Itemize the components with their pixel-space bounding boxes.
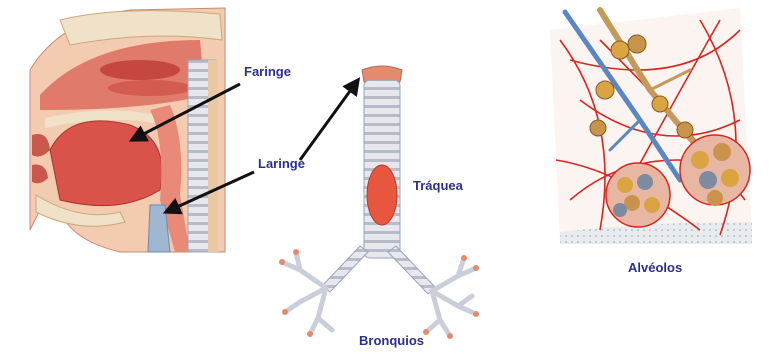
nasal-concha	[108, 80, 192, 96]
alveoli-illustration	[550, 8, 752, 244]
bronchiole-tips	[279, 249, 479, 339]
left-bronchioles	[282, 252, 332, 334]
trachea-arrow	[300, 80, 358, 160]
head-sagittal-section	[30, 8, 225, 252]
nasal-concha	[100, 60, 180, 80]
right-main-bronchus	[388, 246, 436, 294]
label-traquea: Tráquea	[413, 178, 463, 193]
label-bronquios: Bronquios	[359, 333, 424, 348]
right-bronchioles	[426, 258, 476, 336]
label-alveolos: Alvéolos	[628, 260, 682, 275]
alveolar-cluster-right	[680, 135, 750, 206]
alveolar-cluster-left	[606, 163, 670, 227]
left-main-bronchus	[322, 246, 368, 292]
spinal-cord	[208, 60, 218, 252]
trachea-bronchi	[279, 66, 479, 339]
label-faringe: Faringe	[244, 64, 291, 79]
trachea-inner-highlight	[367, 165, 397, 225]
label-laringe: Laringe	[258, 156, 305, 171]
